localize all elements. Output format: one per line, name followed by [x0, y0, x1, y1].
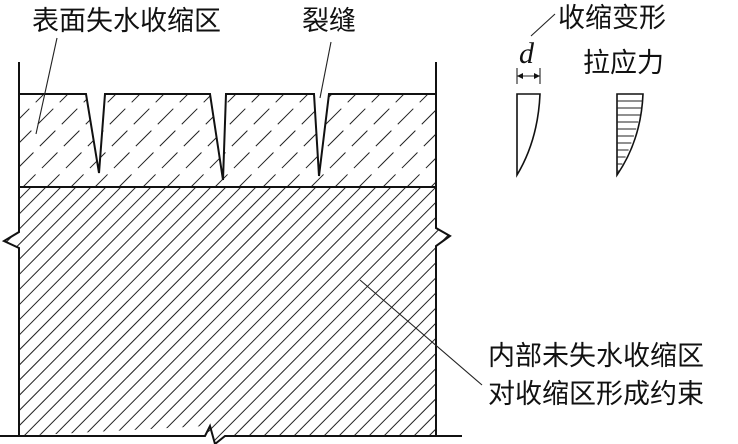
- hatch-line: [355, 94, 436, 186]
- hatch-line: [259, 94, 361, 186]
- hatch-line: [283, 94, 385, 186]
- hatch-line: [163, 94, 265, 186]
- hatch-line: [374, 187, 450, 444]
- hatch-line: [284, 187, 450, 444]
- hatch-line: [19, 94, 121, 186]
- interior-zone-leader: [359, 279, 483, 386]
- hatch-line: [4, 187, 19, 444]
- hatch-line: [115, 94, 217, 186]
- hatch-line: [4, 187, 34, 444]
- hatch-line: [4, 187, 199, 444]
- hatch-line: [19, 94, 73, 186]
- hatch-line: [0, 185, 3, 444]
- hatch-line: [379, 94, 436, 186]
- hatch-line: [476, 90, 576, 190]
- label-interior-line2: 对收缩区形成约束: [488, 379, 704, 410]
- interior-zone-hatch: [0, 185, 450, 444]
- hatch-line: [235, 94, 337, 186]
- hatch-line: [119, 187, 379, 444]
- hatch-line: [4, 187, 154, 444]
- hatch-line: [4, 187, 214, 444]
- hatch-line: [44, 187, 304, 444]
- label-crack: 裂缝: [302, 6, 356, 37]
- surface-zone-leader: [35, 37, 58, 135]
- hatch-line: [179, 187, 439, 444]
- hatch-line: [29, 187, 289, 444]
- hatch-line: [19, 94, 25, 186]
- hatch-line: [4, 187, 169, 444]
- hatch-line: [239, 187, 450, 444]
- label-surface-zone: 表面失水收缩区: [32, 6, 221, 37]
- hatch-line: [4, 187, 124, 444]
- hatch-line: [299, 187, 450, 444]
- label-tensile-stress: 拉应力: [583, 48, 664, 79]
- hatch-line: [19, 94, 97, 186]
- left-wall: [1, 62, 20, 436]
- hatch-line: [14, 187, 274, 444]
- shrinkage-leader: [530, 13, 556, 37]
- hatch-line: [344, 187, 450, 444]
- tensile-stress-shape: [616, 93, 644, 178]
- right-wall: [435, 62, 452, 436]
- hatch-line: [389, 187, 450, 444]
- hatch-line: [74, 187, 334, 444]
- hatch-line: [4, 187, 64, 444]
- hatch-line: [359, 187, 450, 444]
- hatch-line: [548, 90, 648, 190]
- label-interior-line1: 内部未失水收缩区: [488, 341, 704, 372]
- dimension-arrows-icon: [517, 73, 540, 79]
- hatch-line: [331, 94, 433, 186]
- hatch-line: [104, 187, 364, 444]
- hatch-line: [59, 187, 319, 444]
- hatch-line: [329, 187, 450, 444]
- crack-leader: [319, 41, 332, 99]
- hatch-line: [19, 94, 49, 186]
- hatch-line: [164, 187, 424, 444]
- hatch-line: [4, 187, 94, 444]
- surface-with-cracks: [18, 93, 437, 181]
- dimension-d: [516, 68, 541, 84]
- hatch-line: [67, 94, 169, 186]
- hatch-line: [4, 187, 184, 444]
- hatch-line: [452, 90, 552, 190]
- hatch-line: [307, 94, 409, 186]
- hatch-line: [427, 94, 436, 186]
- hatch-line: [4, 187, 244, 444]
- hatch-line: [269, 187, 450, 444]
- hatch-line: [254, 187, 450, 444]
- label-shrinkage-deformation: 收缩变形: [558, 3, 666, 34]
- label-d: d: [519, 37, 535, 70]
- hatch-line: [194, 187, 450, 444]
- hatch-line: [500, 90, 600, 190]
- hatch-line: [211, 94, 313, 186]
- hatch-line: [4, 187, 109, 444]
- hatch-line: [149, 187, 409, 444]
- hatch-line: [209, 187, 450, 444]
- bottom-edge-break: [0, 423, 462, 444]
- hatch-line: [134, 187, 394, 444]
- hatch-line: [139, 94, 241, 186]
- hatch-line: [403, 94, 436, 186]
- shrinkage-deformation-shape: [516, 93, 541, 178]
- hatch-line: [4, 187, 79, 444]
- hatch-line: [89, 187, 349, 444]
- hatch-line: [187, 94, 289, 186]
- hatch-line: [91, 94, 193, 186]
- hatch-line: [4, 187, 259, 444]
